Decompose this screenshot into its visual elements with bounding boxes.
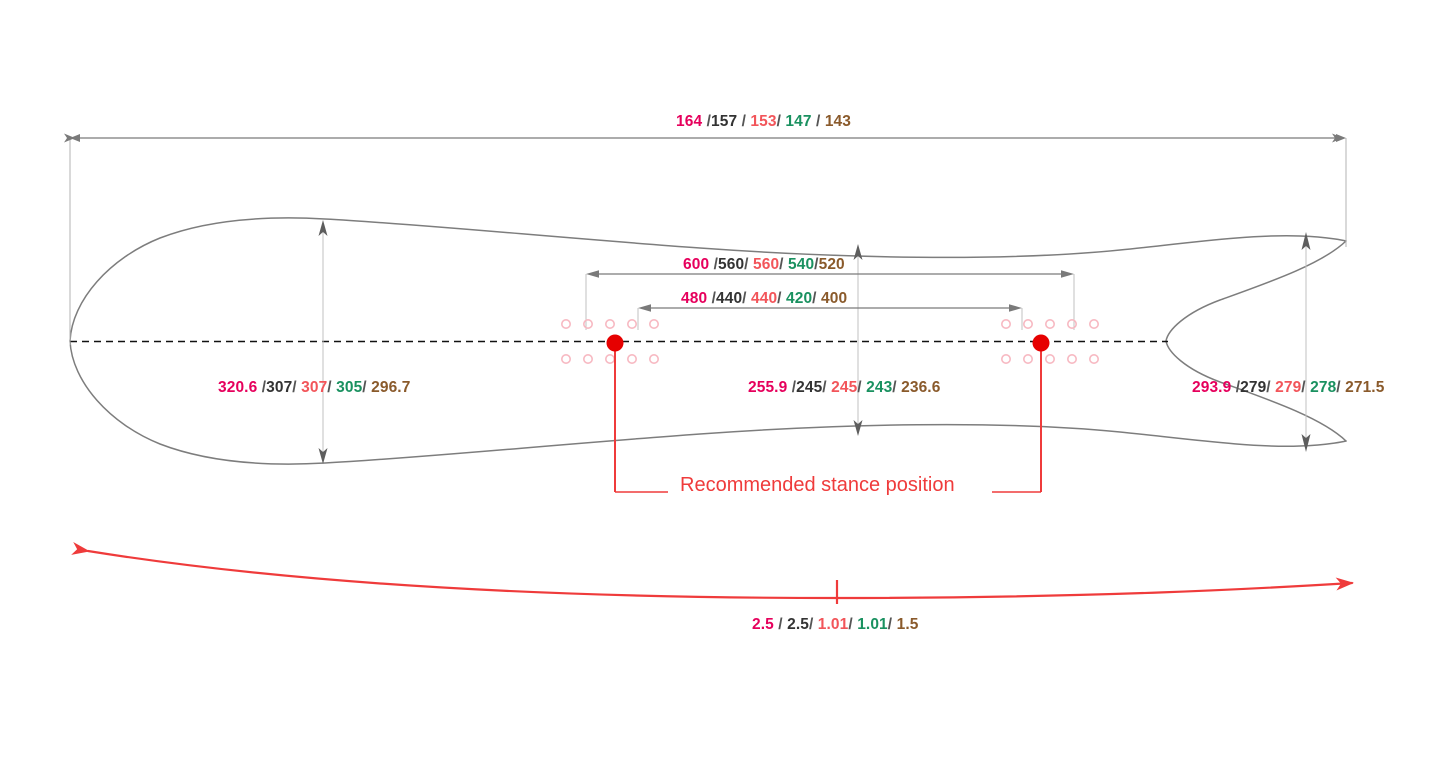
camber-value-1: 2.5 xyxy=(787,616,809,633)
min-stance-value-2: 440 xyxy=(751,290,778,307)
nose-width-label: 320.6 /307/ 307/ 305/ 296.7 xyxy=(218,379,411,396)
nose-width-value-3: 305 xyxy=(336,379,363,396)
camber-value-0: 2.5 xyxy=(752,616,774,633)
max-stance-value-2: 560 xyxy=(753,256,780,273)
camber-label: 2.5 / 2.5/ 1.01/ 1.01/ 1.5 xyxy=(752,616,919,633)
camber-value-4: 1.5 xyxy=(896,616,919,633)
min-stance-label: 480 /440/ 440/ 420/ 400 xyxy=(681,290,848,307)
overall-length-label: 164 /157 / 153/ 147 / 143 xyxy=(676,113,851,130)
overall-length-value-3: 147 xyxy=(785,113,812,130)
min-stance-value-3: 420 xyxy=(786,290,813,307)
tail-width-value-2: 279 xyxy=(1275,379,1302,396)
nose-width-dimension xyxy=(318,220,328,464)
min-stance-value-4: 400 xyxy=(821,290,848,307)
nose-width-value-1: 307 xyxy=(266,379,293,396)
max-stance-label: 600 /560/ 560/ 540/520 xyxy=(683,256,845,273)
stance-callout xyxy=(606,334,1050,493)
waist-width-value-3: 243 xyxy=(866,379,893,396)
waist-width-value-4: 236.6 xyxy=(901,379,941,396)
max-stance-value-1: 560 xyxy=(718,256,745,273)
tail-width-value-1: 279 xyxy=(1240,379,1267,396)
waist-width-dimension xyxy=(853,244,863,436)
camber-value-2: 1.01 xyxy=(817,616,849,633)
waist-width-value-2: 245 xyxy=(831,379,858,396)
overall-length-value-0: 164 xyxy=(676,113,703,130)
min-stance-dimension xyxy=(637,304,1023,330)
max-stance-value-0: 600 xyxy=(683,256,710,273)
min-stance-value-0: 480 xyxy=(681,290,708,307)
overall-length-dimension xyxy=(64,133,1347,345)
recommended-stance-position-label: Recommended stance position xyxy=(680,474,955,496)
camber-profile-arrow xyxy=(71,542,1354,604)
right-insert-pattern xyxy=(1000,318,1100,364)
min-stance-value-1: 440 xyxy=(716,290,743,307)
left-insert-pattern xyxy=(560,318,659,364)
tail-width-value-3: 278 xyxy=(1310,379,1337,396)
nose-width-value-0: 320.6 xyxy=(218,379,258,396)
max-stance-value-3: 540 xyxy=(788,256,815,273)
waist-width-label: 255.9 /245/ 245/ 243/ 236.6 xyxy=(748,379,941,396)
camber-value-3: 1.01 xyxy=(857,616,888,633)
max-stance-value-4: 520 xyxy=(818,256,845,273)
stance-marker-right xyxy=(1032,334,1050,352)
nose-width-value-2: 307 xyxy=(301,379,328,396)
waist-width-value-1: 245 xyxy=(796,379,823,396)
overall-length-value-2: 153 xyxy=(750,113,777,130)
tail-width-label: 293.9 /279/ 279/ 278/ 271.5 xyxy=(1192,379,1385,396)
tail-width-value-4: 271.5 xyxy=(1345,379,1385,396)
nose-width-value-4: 296.7 xyxy=(371,379,411,396)
waist-width-value-0: 255.9 xyxy=(748,379,788,396)
stance-marker-left xyxy=(606,334,624,352)
tail-width-value-0: 293.9 xyxy=(1192,379,1232,396)
tail-width-dimension xyxy=(1301,232,1311,452)
overall-length-value-1: 157 xyxy=(711,113,738,130)
overall-length-value-4: 143 xyxy=(824,113,851,130)
